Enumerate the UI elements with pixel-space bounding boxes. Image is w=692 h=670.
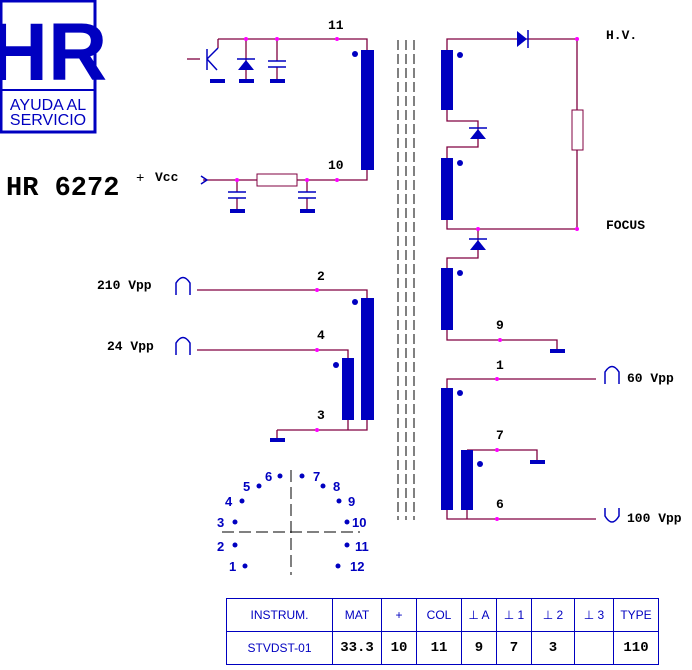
logo: HR AYUDA AL SERVICIO [0,0,107,134]
svg-text:60 Vpp: 60 Vpp [627,371,674,386]
svg-text:4: 4 [225,494,233,509]
svg-text:2: 2 [217,539,224,554]
hv-label: H.V. [606,28,637,43]
svg-text:+: + [136,171,144,187]
value-cell: 3 [531,631,575,665]
svg-text:8: 8 [333,479,340,494]
svg-text:7: 7 [313,469,320,484]
svg-text:6: 6 [496,497,504,512]
header-cell: MAT [332,598,382,632]
header-cell: INSTRUM. [226,598,333,632]
svg-text:9: 9 [348,494,355,509]
model-title: HR 6272 [6,174,119,204]
svg-text:2: 2 [317,269,325,284]
svg-text:10: 10 [352,515,366,530]
secondary-left: 210 Vpp 24 Vpp 2 4 3 [97,269,374,442]
header-cell: ⊥ A [461,598,497,632]
spec-table: INSTRUM. MAT + COL ⊥ A ⊥ 1 ⊥ 2 ⊥ 3 TYPE … [226,598,659,665]
table-header-row: INSTRUM. MAT + COL ⊥ A ⊥ 1 ⊥ 2 ⊥ 3 TYPE [226,598,659,632]
header-cell: ⊥ 1 [496,598,532,632]
header-cell: ⊥ 2 [531,598,575,632]
pin-socket-diagram: 1 2 3 4 5 6 7 8 9 10 11 12 [217,469,369,575]
svg-text:9: 9 [496,318,504,333]
svg-text:100 Vpp: 100 Vpp [627,511,682,526]
svg-text:3: 3 [217,515,224,530]
svg-text:6: 6 [265,469,272,484]
value-cell: 10 [381,631,417,665]
header-cell: COL [416,598,462,632]
svg-text:12: 12 [350,559,364,574]
svg-text:11: 11 [355,539,369,554]
svg-text:11: 11 [328,18,344,33]
focus-label: FOCUS [606,218,645,233]
svg-text:3: 3 [317,408,325,423]
svg-text:AYUDA AL: AYUDA AL [10,97,86,114]
header-cell: TYPE [613,598,659,632]
svg-text:7: 7 [496,428,504,443]
svg-text:4: 4 [317,328,325,343]
value-cell: 33.3 [332,631,382,665]
header-cell: + [381,598,417,632]
value-cell: 9 [461,631,497,665]
svg-text:5: 5 [243,479,250,494]
svg-text:210 Vpp: 210 Vpp [97,278,152,293]
value-cell [574,631,614,665]
value-cell: 7 [496,631,532,665]
svg-text:1: 1 [229,559,236,574]
vcc-label: Vcc [155,170,179,185]
svg-text:SERVICIO: SERVICIO [10,112,86,129]
hv-circuit: H.V. FOCUS 9 [441,28,645,353]
header-cell: ⊥ 3 [574,598,614,632]
value-cell: 110 [613,631,659,665]
svg-text:24 Vpp: 24 Vpp [107,339,154,354]
table-row: STVDST-01 33.3 10 11 9 7 3 110 [226,631,659,665]
svg-text:10: 10 [328,158,344,173]
svg-text:HR: HR [0,7,107,98]
value-cell: 11 [416,631,462,665]
svg-text:1: 1 [496,358,504,373]
primary-circuit: 11 10 [187,18,374,213]
value-cell: STVDST-01 [226,631,333,665]
core [397,40,415,520]
secondary-right: 1 7 6 60 Vpp 100 Vpp [441,358,682,526]
